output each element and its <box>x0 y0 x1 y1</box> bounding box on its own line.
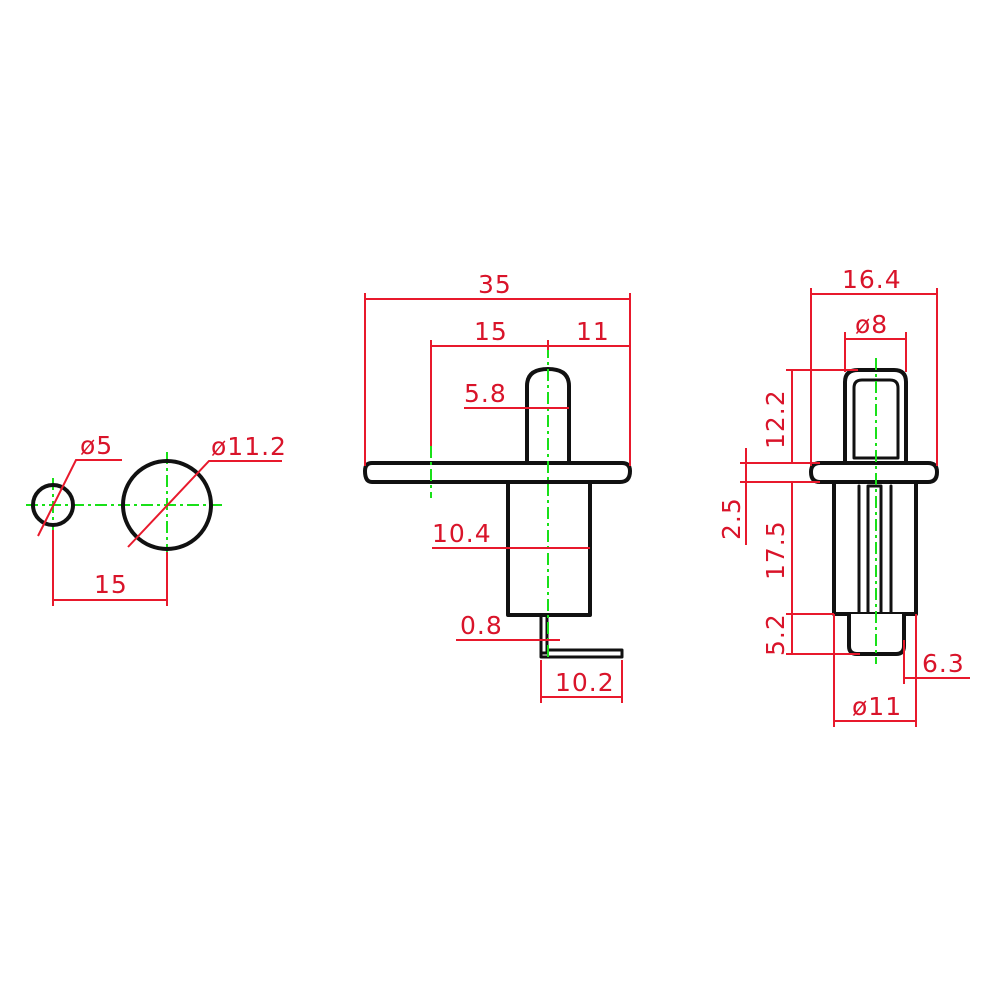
flange-width-label: 16.4 <box>842 265 902 294</box>
terminal-length-label: 10.2 <box>555 668 615 697</box>
flange-thickness-label: 2.5 <box>717 497 746 540</box>
small-hole-diameter-label: ø5 <box>80 431 113 460</box>
body-length-label: 17.5 <box>761 520 790 580</box>
plunger-to-right-label: 11 <box>576 317 610 346</box>
large-hole-outline <box>121 459 213 551</box>
front-view: 35 15 11 5.8 10.4 0.8 10.2 <box>363 270 632 703</box>
large-hole-diameter-leader <box>127 460 282 548</box>
plunger-width-label: 5.8 <box>464 379 507 408</box>
tip-offset-label: 6.3 <box>922 649 965 678</box>
small-hole-diameter-leader <box>37 459 122 537</box>
overall-width-label: 35 <box>478 270 512 299</box>
small-hole-outline <box>31 483 75 527</box>
side-plunger-inner-outline <box>852 378 900 460</box>
hole-distance-label: 15 <box>94 570 128 599</box>
hole-view: ø5 ø11.2 15 <box>26 431 287 606</box>
left-to-plunger-label: 15 <box>474 317 508 346</box>
large-hole-diameter-label: ø11.2 <box>211 432 287 461</box>
tip-length-label: 5.2 <box>761 613 790 656</box>
plunger-height-label: 12.2 <box>761 389 790 449</box>
terminal-thickness-label: 0.8 <box>460 611 503 640</box>
side-flange-outline <box>809 461 939 484</box>
body-diameter-label: ø11 <box>852 692 902 721</box>
plunger-diameter-label: ø8 <box>855 310 888 339</box>
flange-outline <box>363 461 632 484</box>
body-width-label: 10.4 <box>432 519 492 548</box>
terminal-stem <box>539 613 549 655</box>
side-view: 16.4 ø8 12.2 2.5 17.5 5.2 6.3 ø11 <box>717 265 970 727</box>
terminal-bent-leg <box>539 648 624 659</box>
